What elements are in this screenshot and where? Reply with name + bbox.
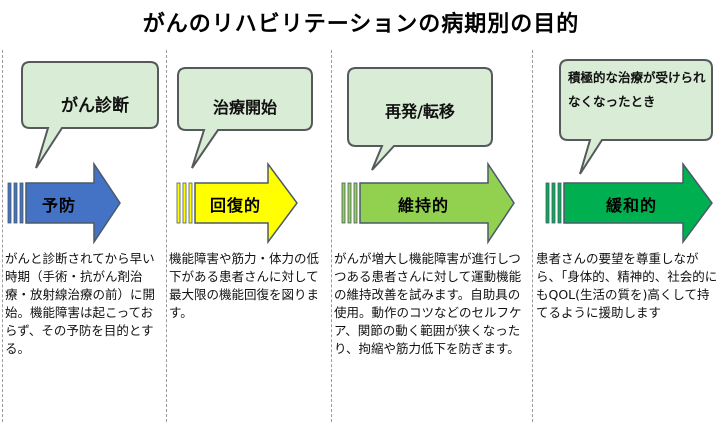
bubble-text-treatment-start: 治療開始 (212, 98, 277, 117)
arrow-label-maintenance: 維持的 (398, 196, 450, 215)
bubble-text-diagnosis: がん診断 (61, 96, 129, 116)
column-separator (532, 50, 533, 422)
description-palliative: 患者さんの要望を尊重しながら、「身体的、精神的、社会的にもQOL(生活の質を)高… (536, 251, 718, 320)
column-separator (331, 50, 332, 422)
arrow-label-palliative: 緩和的 (606, 196, 658, 215)
column-separator (166, 50, 167, 422)
description-recovery: 機能障害や筋力・体力の低下がある患者さんに対して最大限の機能回復を図ります。 (169, 251, 320, 320)
bubble-text-palliative-phase: 積極的な治療が受けられなくなったとき (568, 70, 706, 109)
description-prevention: がんと診断されてから早い時期（手術・抗がん剤治療・放射線治療の前）に開始。機能障… (5, 251, 156, 356)
bubble-text-recurrence: 再発/転移 (385, 102, 455, 121)
page-title: がんのリハビリテーションの病期別の目的 (142, 12, 580, 37)
arrow-label-recovery: 回復的 (210, 196, 262, 215)
description-maintenance: がんが増大し機能障害が進行しつつある患者さんに対して運動機能の維持改善を試みます… (334, 251, 522, 356)
column-separator (2, 50, 3, 422)
arrow-label-prevention: 予防 (42, 196, 77, 215)
